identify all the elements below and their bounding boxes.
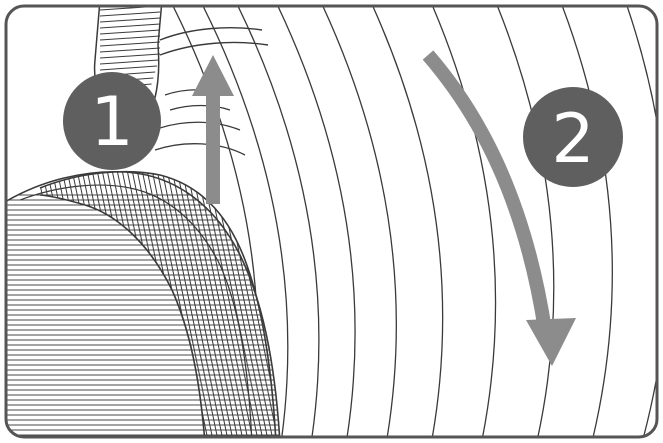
step-badge-2: 2 — [523, 87, 623, 187]
barrel-grip — [0, 160, 405, 443]
step-number-2: 2 — [551, 100, 594, 179]
arrow-up-icon — [192, 55, 234, 204]
step-number-1: 1 — [90, 83, 133, 162]
step-badge-1: 1 — [63, 72, 161, 170]
